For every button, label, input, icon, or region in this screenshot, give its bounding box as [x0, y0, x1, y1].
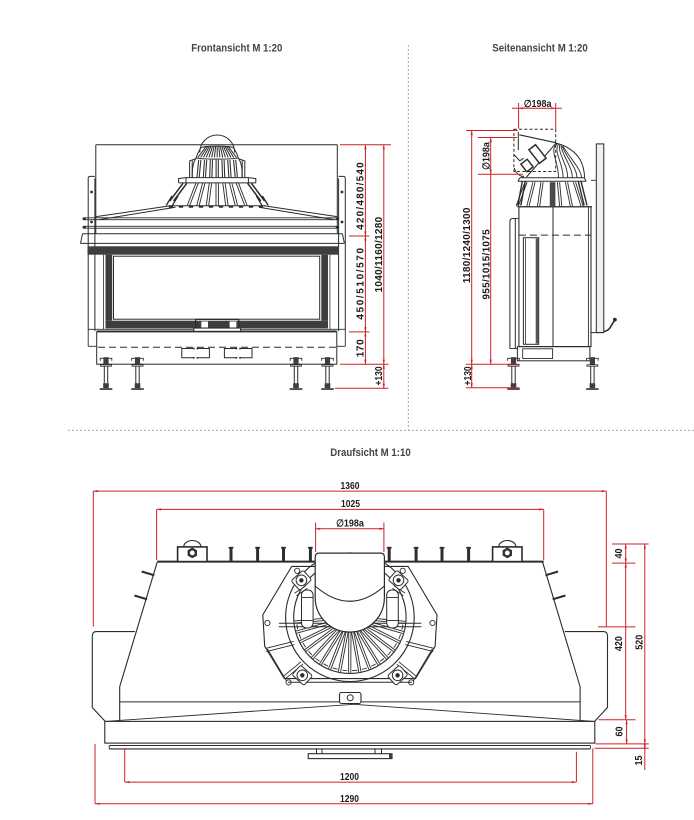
svg-text:420: 420	[614, 636, 626, 651]
svg-text:1360: 1360	[341, 480, 360, 491]
svg-text:∅198a: ∅198a	[336, 518, 365, 530]
svg-text:15: 15	[633, 755, 645, 766]
svg-text:420/480/540: 420/480/540	[356, 161, 367, 230]
svg-text:Draufsicht M 1:10: Draufsicht M 1:10	[330, 446, 411, 459]
svg-text:∅198a: ∅198a	[481, 141, 493, 170]
svg-text:955/1015/1075: 955/1015/1075	[482, 229, 493, 300]
svg-text:1025: 1025	[341, 499, 360, 510]
svg-text:60: 60	[614, 726, 626, 736]
svg-text:∅198a: ∅198a	[524, 99, 553, 111]
svg-text:+130: +130	[374, 366, 385, 385]
svg-text:1180/1240/1300: 1180/1240/1300	[462, 207, 473, 283]
svg-text:1200: 1200	[340, 772, 359, 783]
svg-text:520: 520	[634, 635, 646, 650]
svg-text:1290: 1290	[340, 793, 359, 804]
svg-text:170: 170	[356, 339, 367, 358]
svg-text:Seitenansicht M 1:20: Seitenansicht M 1:20	[492, 42, 588, 55]
svg-text:40: 40	[614, 548, 626, 558]
svg-text:Frontansicht M 1:20: Frontansicht M 1:20	[191, 42, 282, 55]
svg-text:1040/1160/1280: 1040/1160/1280	[374, 216, 385, 292]
svg-text:+130: +130	[462, 366, 473, 385]
svg-text:450/510/570: 450/510/570	[356, 246, 367, 319]
